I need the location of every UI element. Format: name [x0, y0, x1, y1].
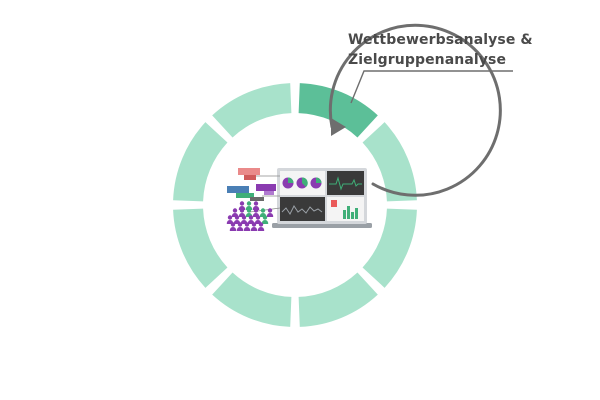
- ring-segment: [362, 208, 417, 288]
- person-icon: [266, 208, 274, 217]
- callout-line-1: Wettbewerbsanalyse &: [348, 32, 533, 48]
- person-icon: [252, 208, 260, 217]
- laptop-dashboard-with-audience-icon: [227, 168, 372, 228]
- person-icon: [261, 215, 269, 224]
- ring-segment: [212, 83, 292, 138]
- arrow-head: [331, 118, 346, 136]
- ring-segment: [173, 122, 228, 202]
- person-icon: [229, 222, 237, 231]
- phase-ring: [173, 83, 417, 327]
- callout-leader-line: [350, 70, 513, 104]
- ring-segment: [212, 272, 292, 327]
- audience-people-icon: [226, 201, 274, 231]
- ring-segment: [173, 208, 228, 288]
- person-icon: [236, 222, 244, 231]
- person-icon: [257, 222, 265, 231]
- callout-line-2: Zielgruppenanalyse: [348, 52, 507, 68]
- cycle-arrow: [328, 23, 502, 197]
- ring-segment-active: [298, 83, 378, 138]
- person-icon: [250, 222, 258, 231]
- ring-segment: [362, 122, 417, 202]
- ring-segment: [298, 272, 378, 327]
- cycle-arrow-path: [328, 23, 502, 197]
- person-icon: [243, 222, 251, 231]
- phase-callout-title: Wettbewerbsanalyse & Zielgruppenanalyse: [348, 30, 533, 70]
